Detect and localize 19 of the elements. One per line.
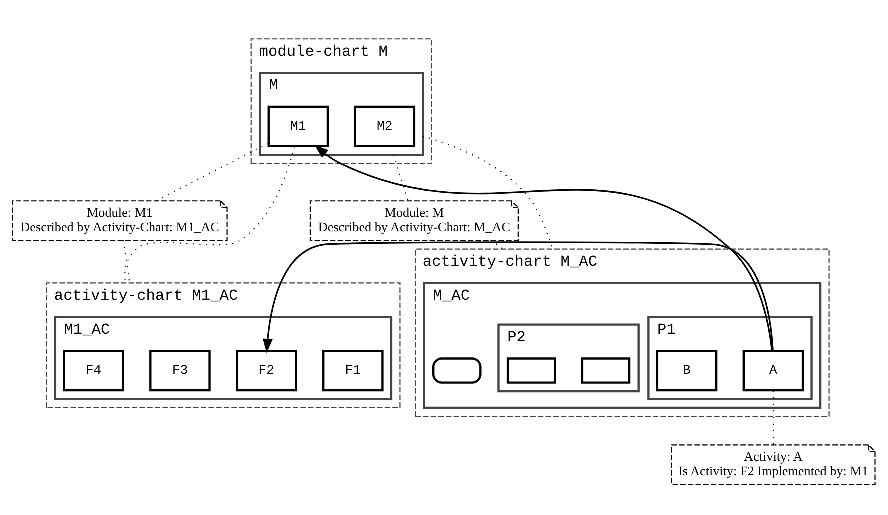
node-box: F3 [150, 350, 211, 392]
node-box: M1 [268, 106, 330, 148]
node-box [432, 358, 482, 384]
node-box: M2 [354, 106, 416, 148]
node-box: A [742, 350, 804, 392]
node-box: F2 [236, 350, 298, 392]
arrow [314, 145, 774, 351]
arrow [262, 242, 774, 354]
node-box: B [656, 350, 718, 392]
connector [490, 240, 504, 250]
node-box [581, 358, 631, 384]
node-box [506, 358, 556, 384]
node-box: F4 [63, 350, 124, 392]
cluster: P2 [498, 324, 640, 393]
connector [156, 142, 269, 202]
connector [423, 136, 554, 250]
connector [393, 155, 409, 202]
connector [123, 240, 130, 284]
node-box: F1 [322, 350, 384, 392]
